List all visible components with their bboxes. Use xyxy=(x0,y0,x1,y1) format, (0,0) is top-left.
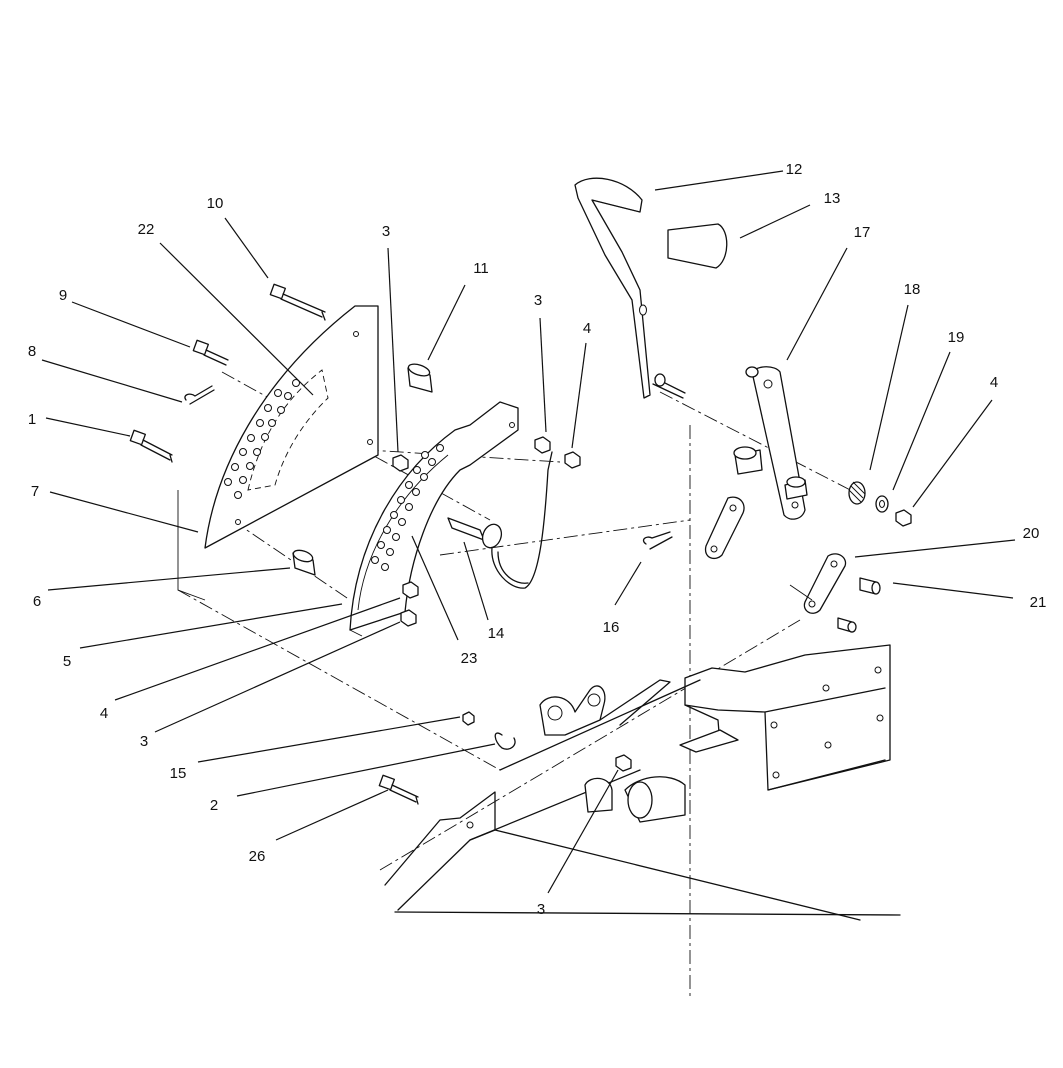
curved-plate-holes xyxy=(371,422,515,571)
link-plate xyxy=(642,496,745,560)
callout-6: 6 xyxy=(33,593,41,610)
spring-18 xyxy=(848,481,866,505)
callout-labels: 10 22 9 8 1 7 6 5 4 3 3 11 3 4 14 23 15 … xyxy=(28,161,1047,918)
callout-22: 22 xyxy=(138,221,155,238)
callout-1: 1 xyxy=(28,411,36,428)
lock-pin-14 xyxy=(447,451,553,589)
callout-10: 10 xyxy=(207,195,224,212)
callout-17: 17 xyxy=(854,224,871,241)
callout-4-c: 4 xyxy=(990,374,998,391)
callout-8: 8 xyxy=(28,343,36,360)
callout-26: 26 xyxy=(249,848,266,865)
quadrant-plate xyxy=(177,305,379,601)
bolt-9 xyxy=(192,339,229,366)
callout-20: 20 xyxy=(1023,525,1040,542)
callout-2: 2 xyxy=(210,797,218,814)
nuts xyxy=(392,436,912,772)
bolt-1 xyxy=(129,429,173,463)
nut-15 xyxy=(462,711,475,726)
callout-9: 9 xyxy=(59,287,67,304)
callout-12: 12 xyxy=(786,161,803,178)
callout-16: 16 xyxy=(603,619,620,636)
callout-3-a: 3 xyxy=(140,733,148,750)
link-plate-20 xyxy=(789,553,881,633)
callout-18: 18 xyxy=(904,281,921,298)
linkage-arm-17 xyxy=(733,366,808,520)
plate-holes xyxy=(224,331,373,525)
leader-lines xyxy=(41,170,1016,894)
spacer-6 xyxy=(292,549,316,576)
callout-13: 13 xyxy=(824,190,841,207)
cotter-pin-8 xyxy=(184,385,215,405)
callout-19: 19 xyxy=(948,329,965,346)
curved-plate xyxy=(349,401,519,637)
callout-7: 7 xyxy=(31,483,39,500)
callout-21: 21 xyxy=(1030,594,1047,611)
callout-15: 15 xyxy=(170,765,187,782)
washer-19 xyxy=(875,495,889,513)
frame-assembly xyxy=(384,644,901,921)
callout-11: 11 xyxy=(473,260,489,277)
callout-5: 5 xyxy=(63,653,71,670)
callout-14: 14 xyxy=(488,625,505,642)
callout-3-d: 3 xyxy=(537,901,545,918)
e-clip-2 xyxy=(494,732,516,750)
callout-3-c: 3 xyxy=(534,292,542,309)
pedal-arm xyxy=(574,177,686,399)
bolt-26 xyxy=(378,774,419,805)
bolt-10 xyxy=(269,283,326,321)
callout-4-a: 4 xyxy=(100,705,108,722)
callout-3-b: 3 xyxy=(382,223,390,240)
callout-23: 23 xyxy=(461,650,478,667)
spacer-11 xyxy=(407,363,433,393)
callout-4-b: 4 xyxy=(583,320,591,337)
pedal-pad-13 xyxy=(667,223,728,269)
